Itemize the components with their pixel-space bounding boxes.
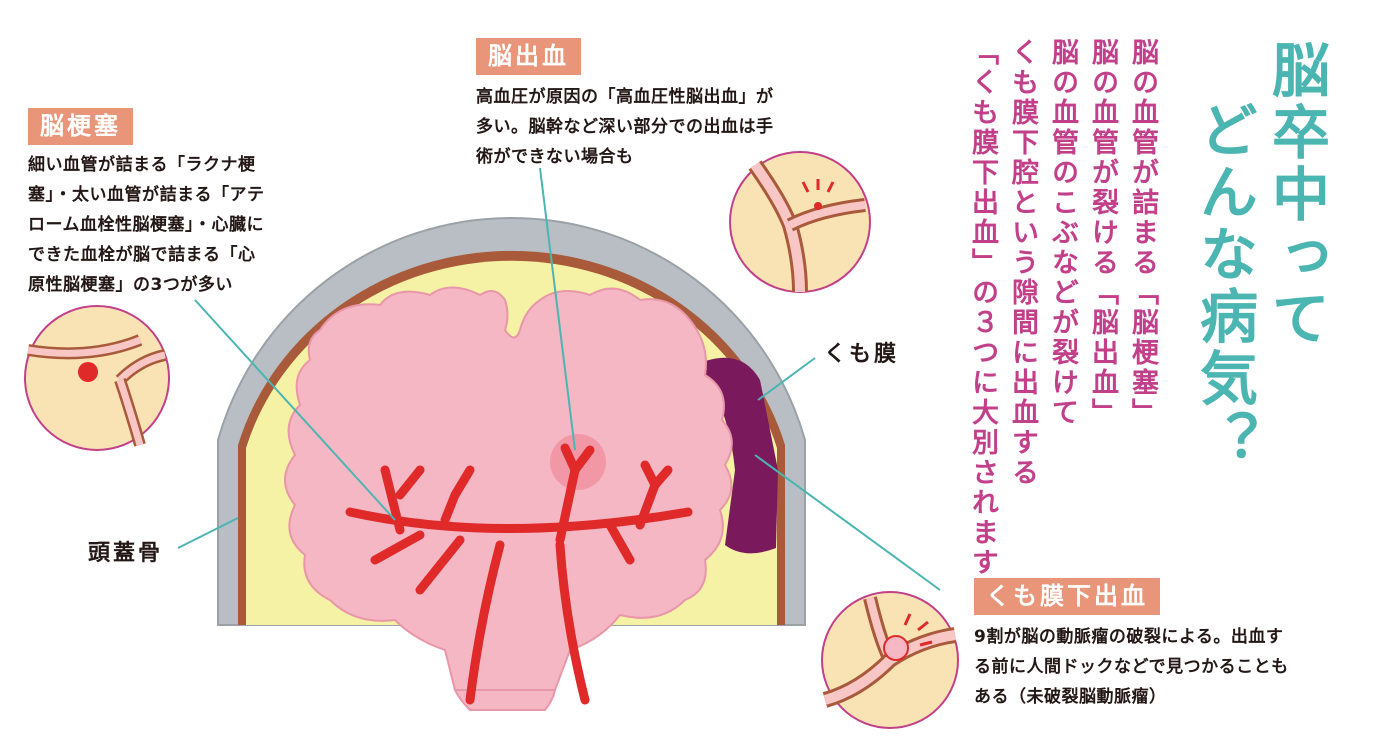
- leader-skull: [177, 517, 239, 549]
- brain-stem: [453, 689, 557, 711]
- leader-subarachnoid: [754, 454, 941, 591]
- leader-infarction: [194, 299, 396, 521]
- hemorrhage-label: 脳出血: [476, 38, 581, 75]
- title-line-2: どんな病気？: [1190, 100, 1258, 472]
- infarction-line-1: 細い血管が詰まる「ラクナ梗: [28, 155, 256, 175]
- subarachnoid-line-2: る前に人間ドックなどで見つかることも: [974, 657, 1289, 677]
- hemorrhage-line-3: 術ができない場合も: [476, 147, 634, 167]
- infarction-line-2: 塞」・太い血管が詰まる「アテ: [28, 185, 265, 205]
- blood-vessels: [345, 443, 693, 705]
- title-line-1: 脳卒中って: [1262, 40, 1330, 350]
- subarachnoid-description: 9割が脳の動脈瘤の破裂による。出血す る前に人間ドックなどで見つかることも ある…: [974, 622, 1384, 712]
- infarction-line-3: ローム血栓性脳梗塞」・心臓に: [28, 215, 264, 235]
- intro-line-1: 脳の血管が詰まる「脳梗塞」: [1127, 38, 1158, 428]
- hemorrhage-line-2: 多い。脳幹など深い部分での出血は手: [476, 117, 774, 137]
- leader-hemorrhage: [539, 167, 576, 451]
- skull-label: 頭蓋骨: [88, 541, 164, 566]
- leader-arachnoid: [757, 357, 816, 401]
- subarachnoid-blood: [695, 357, 778, 554]
- hemorrhage-description: 高血圧が原因の「高血圧性脳出血」が 多い。脳幹など深い部分での出血は手 術ができ…: [476, 82, 856, 172]
- inset-infarction: [24, 305, 170, 451]
- brain: [284, 286, 733, 691]
- infarction-description: 細い血管が詰まる「ラクナ梗 塞」・太い血管が詰まる「アテ ローム血栓性脳梗塞」・…: [28, 150, 328, 300]
- intro-line-5: 「くも膜下出血」の３つに大別されます。: [967, 38, 998, 608]
- inset-hemorrhage: [729, 151, 871, 293]
- intro-line-2: 脳の血管が裂ける「脳出血」: [1087, 38, 1118, 428]
- inset-subarachnoid: [821, 591, 959, 729]
- subarachnoid-label: くも膜下出血: [974, 578, 1160, 615]
- subarachnoid-line-1: 9割が脳の動脈瘤の破裂による。出血す: [974, 627, 1284, 647]
- subarachnoid-line-3: ある（未破裂脳動脈瘤）: [974, 687, 1167, 707]
- intro-line-4: くも膜下腔という隙間に出血する: [1007, 38, 1038, 488]
- infarction-label: 脳梗塞: [28, 108, 133, 145]
- infarction-line-4: できた血栓が脳で詰まる「心: [28, 245, 256, 265]
- arachnoid-label: くも膜: [824, 342, 900, 367]
- intro-line-3: 脳の血管のこぶなどが裂けて: [1047, 38, 1078, 428]
- infarction-line-5: 原性脳梗塞」の3つが多い: [28, 275, 233, 295]
- hemorrhage-line-1: 高血圧が原因の「高血圧性脳出血」が: [476, 87, 774, 107]
